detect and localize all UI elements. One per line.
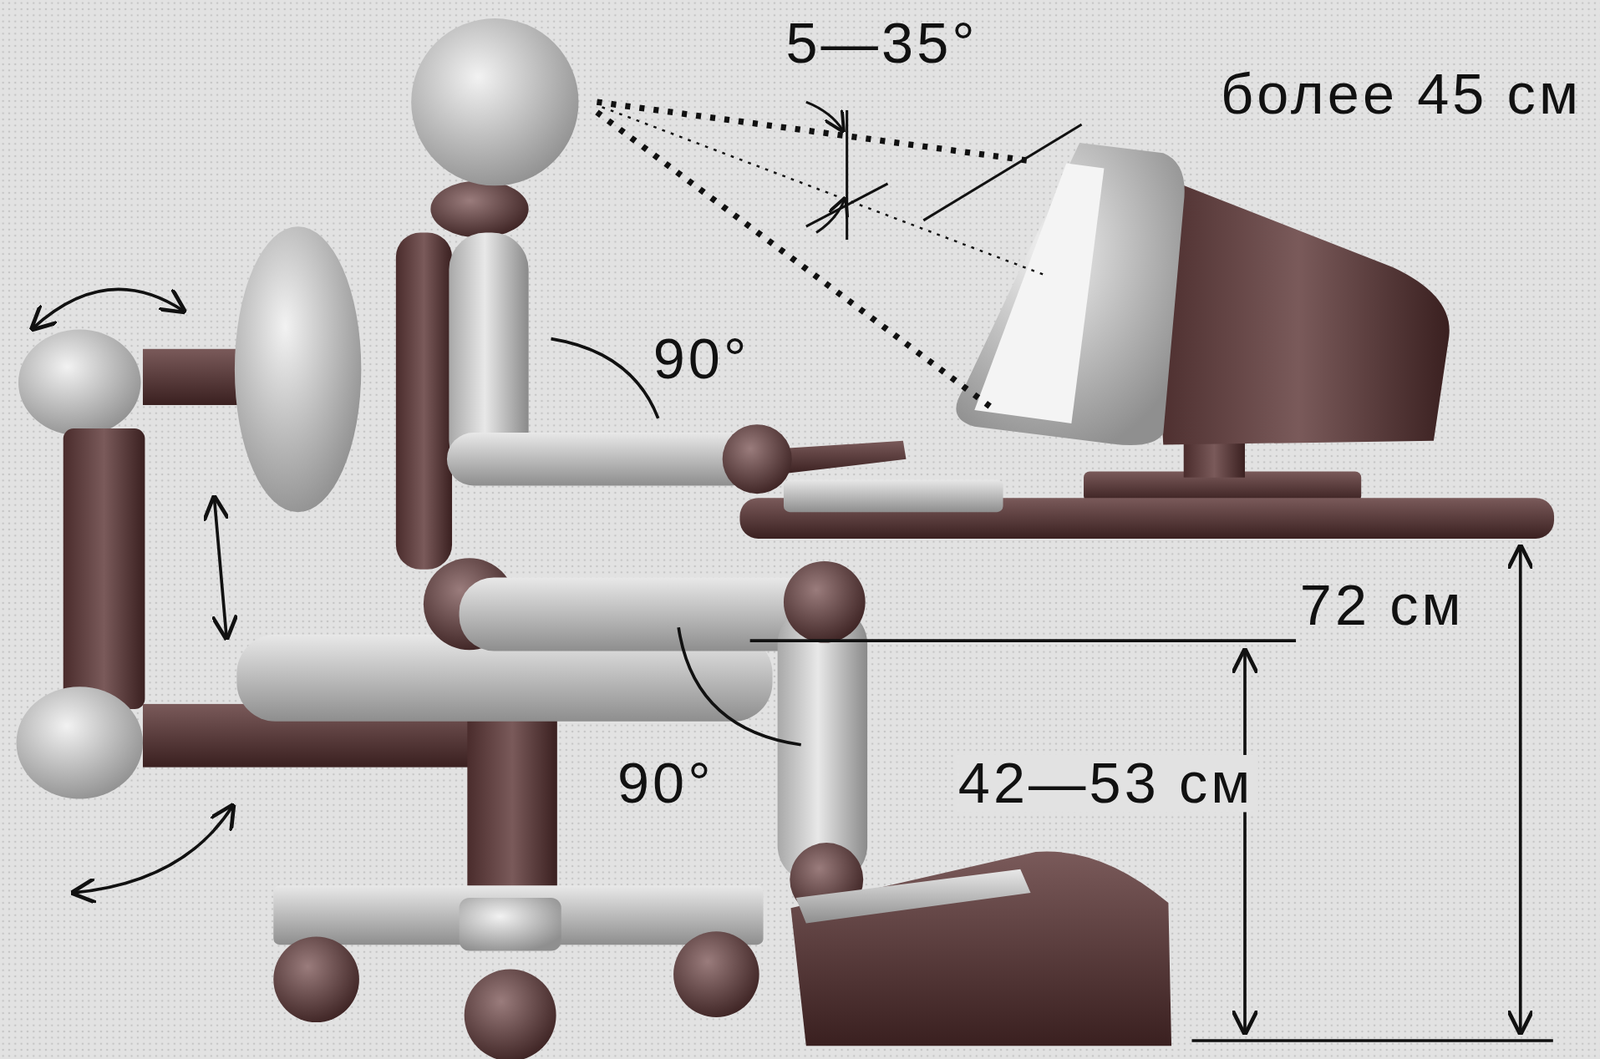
chair-part [63,428,146,710]
dimension-label: 72 см [1300,576,1465,634]
monitor-part [974,162,1104,424]
person-part [775,441,906,475]
dimension-lines-part [1243,650,1247,1033]
monitor-part [1147,171,1450,445]
sight-lines-part [596,111,995,411]
footrest [791,852,1173,1047]
distance-label: более 45 см [1220,65,1582,122]
person [396,18,907,917]
chair-part [234,226,361,513]
chair-part [18,330,142,437]
dimension-lines-part [1191,1039,1553,1043]
chair-part [16,686,143,799]
angle-label: 90° [653,330,751,388]
person-part [430,180,529,238]
desk [739,428,1555,539]
angle-arcs [551,339,802,746]
dimension-lines [750,547,1554,1042]
angle-label: 5—35° [785,14,978,72]
person-part [411,18,579,186]
person-part [396,233,453,570]
sight-lines-part [923,124,1082,221]
person-part [446,432,758,487]
chair-part [273,936,360,1023]
adjustment-arrows-part [213,497,227,638]
desk-part [783,479,1004,513]
monitor-part [955,142,1184,446]
angle-arcs-part [678,627,802,745]
angle-arcs-part [551,339,659,419]
sight-lines-part [596,101,1032,162]
footrest-part [796,869,1032,925]
adjustment-arrows-part [73,806,234,894]
sight-lines-part [806,101,844,131]
dimension-lines-part [750,639,1296,643]
chair-part [464,970,557,1059]
sight-lines-part [816,198,845,233]
adjustment-arrows [32,289,233,893]
adjustment-arrows-part [32,289,184,329]
sight-lines [596,101,1082,411]
person-part [783,561,866,644]
dimension-label: 42—53 см [954,755,1258,813]
person-part [777,607,868,884]
chair-part [467,714,557,894]
person-part [722,424,793,494]
chair-part [673,931,760,1018]
chair-part [142,349,240,406]
chair-part [459,898,562,952]
angle-label: 90° [617,755,715,813]
sight-lines-part [806,183,889,227]
sight-lines-part [845,110,849,240]
dimension-lines-part [1518,547,1523,1033]
sight-lines-part [602,106,1047,276]
footrest-part [791,852,1173,1047]
monitor [955,142,1449,446]
